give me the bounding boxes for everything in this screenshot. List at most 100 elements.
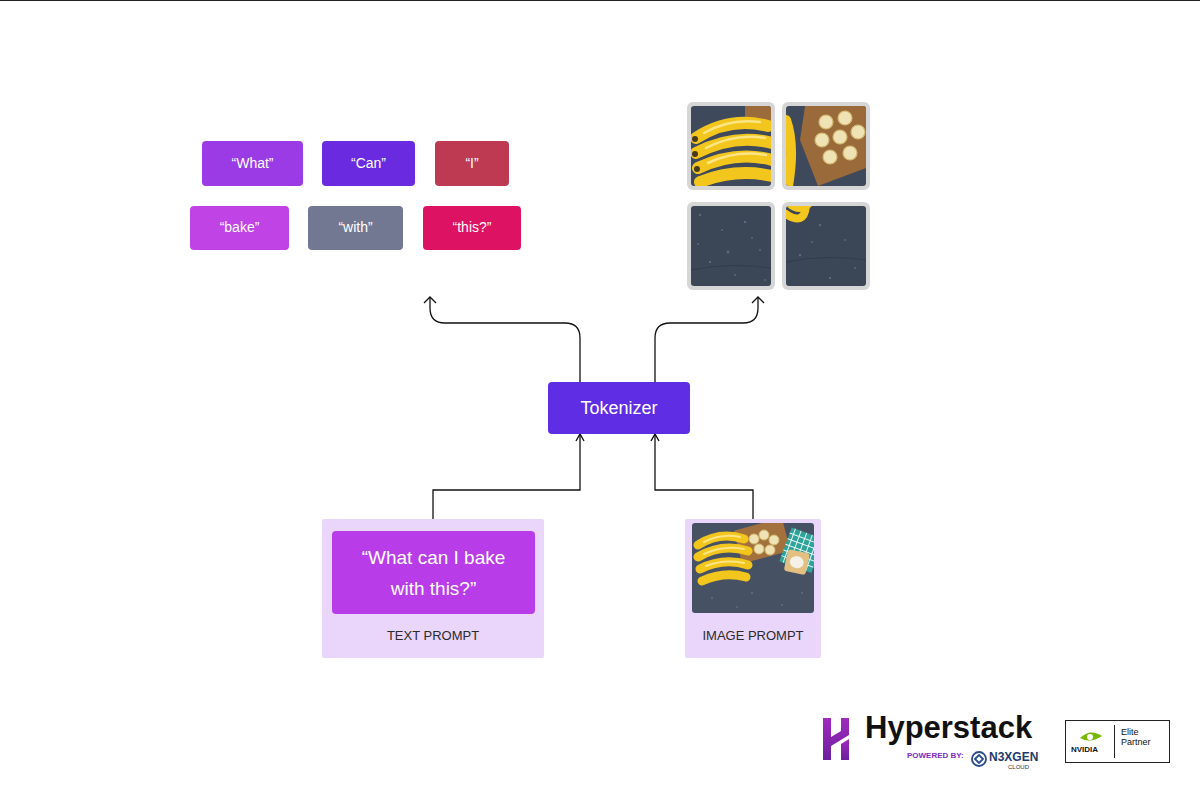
node-label: “What” (232, 155, 274, 173)
output-arrows (424, 297, 764, 382)
prompt-photo (704, 548, 744, 554)
arrow-head (424, 297, 436, 303)
node-label: “bake” (220, 219, 260, 237)
image-tile (829, 277, 831, 279)
node-label: “I” (465, 155, 478, 173)
image-tile (819, 224, 821, 226)
powered-by: POWERED BY: (907, 752, 964, 761)
prompt-photo (704, 536, 740, 542)
prompt-photo (698, 536, 748, 581)
prompt-photo (698, 548, 748, 557)
panel-label: IMAGE PROMPT (685, 628, 821, 644)
partner-sub: CLOUD (1008, 764, 1029, 771)
node-label: “this?” (453, 219, 492, 237)
token-box: “this?” (423, 206, 521, 250)
prompt-photo (789, 555, 805, 570)
badge-text: Elite Partner (1121, 728, 1165, 748)
prompt-photo (769, 535, 779, 545)
nvidia-badge (1066, 721, 1170, 763)
nvidia-badge (1114, 725, 1115, 758)
process-box: Tokenizer (548, 382, 690, 434)
prompt-photo (784, 549, 810, 575)
panel-label: TEXT PROMPT (322, 628, 544, 644)
prompt-photo (711, 597, 713, 599)
prompt-photo (692, 523, 814, 613)
image-tile (799, 254, 802, 257)
prompt-photo (706, 562, 744, 566)
n3xgen-logo-icon (972, 752, 986, 766)
image-tile (815, 133, 829, 147)
token-box: “I” (435, 141, 509, 186)
badge-brand: NVIDIA (1071, 746, 1098, 755)
image-tile (692, 136, 698, 142)
top-rule (0, 0, 1200, 1)
token-box: “with” (308, 206, 403, 250)
image-tile (799, 224, 856, 279)
image-tile (692, 136, 700, 172)
image-tile (786, 120, 791, 186)
prompt-photo (751, 592, 753, 594)
image-tile (691, 106, 771, 186)
image-tile (786, 206, 866, 286)
image-tile (706, 137, 765, 148)
prompt-photo (692, 523, 814, 613)
image-tile (819, 115, 833, 129)
token-box: “bake” (190, 206, 289, 250)
image-tile (697, 243, 699, 245)
image-tile (697, 214, 766, 281)
prompt-photo (711, 592, 803, 608)
image-tile (704, 121, 760, 133)
image-tile (727, 251, 730, 254)
arrow-head (752, 297, 764, 303)
image-tile (751, 237, 753, 239)
image-tile (786, 106, 866, 186)
image-tile (823, 150, 837, 164)
partner-name: N3XGEN (989, 751, 1038, 764)
prompt-photo (700, 562, 748, 569)
prompt-photo (698, 536, 744, 545)
prompt-photo (779, 527, 814, 572)
prompt-photo (702, 575, 746, 581)
image-tile (691, 106, 771, 186)
image-tile (786, 206, 866, 286)
image-tile (843, 146, 857, 160)
image-tile (692, 151, 698, 157)
image-tile (687, 202, 775, 290)
image-tile (854, 267, 856, 269)
image-tile (687, 202, 775, 290)
image-tile (691, 206, 771, 286)
prompt-photo (801, 592, 803, 594)
node-label: “What can I bake with this?” (345, 542, 523, 604)
image-tile (786, 206, 806, 219)
node-label: “with” (338, 219, 372, 237)
image-tile (782, 102, 870, 190)
prompt-photo (779, 527, 814, 572)
image-tile (800, 106, 866, 186)
prompt-photo (765, 545, 775, 555)
image-tile (811, 241, 813, 243)
image-tile (694, 166, 700, 172)
n3xgen-logo-icon (975, 755, 983, 763)
image-tile (782, 202, 870, 290)
input-panel: TEXT PROMPT “What can I bake with this?” (322, 519, 544, 658)
nvidia-badge (1066, 721, 1170, 763)
prompt-photo (781, 604, 783, 606)
input-panel: IMAGE PROMPT (685, 519, 821, 658)
image-tile (786, 106, 866, 186)
node-label: Tokenizer (580, 397, 657, 420)
token-box: “What” (202, 141, 303, 186)
prompt-photo (749, 534, 759, 544)
brand-name: Hyperstack (865, 711, 1032, 745)
image-tile (851, 125, 865, 139)
image-tile (833, 130, 847, 144)
image-tile (764, 279, 766, 281)
image-tile (786, 120, 791, 186)
token-box: “Can” (322, 141, 415, 186)
image-tile (691, 265, 771, 270)
hyperstack-logo-icon (841, 739, 849, 760)
image-tile (815, 111, 865, 164)
nvidia-badge (1080, 732, 1102, 740)
n3xgen-logo-icon (972, 752, 986, 766)
